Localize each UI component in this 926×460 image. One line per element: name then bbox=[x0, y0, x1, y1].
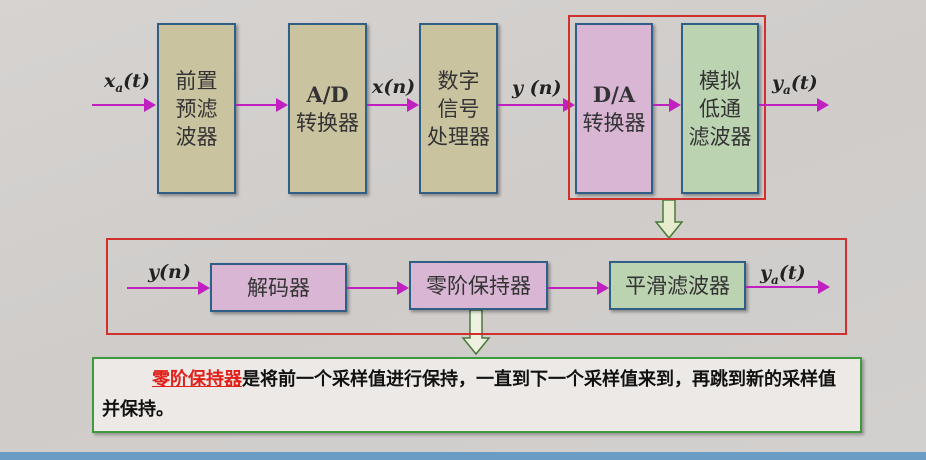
detail-output-label: ya(t) bbox=[760, 262, 806, 287]
arrow bbox=[92, 98, 156, 112]
yn-label: y (n) bbox=[512, 77, 562, 99]
arrow bbox=[236, 98, 288, 112]
arrow bbox=[127, 281, 210, 295]
da-section-frame bbox=[568, 15, 766, 200]
arrow bbox=[367, 98, 419, 112]
output-signal-label: ya(t) bbox=[772, 72, 818, 97]
smoothing-filter-block: 平滑滤波器 bbox=[609, 261, 746, 310]
zoh-explanation: 零阶保持器是将前一个采样值进行保持，一直到下一个采样值来到，再跳到新的采样值并保… bbox=[92, 357, 862, 433]
prefilter-block: 前置预滤波器 bbox=[157, 23, 236, 194]
detail-input-label: y(n) bbox=[148, 261, 191, 283]
bottom-bar bbox=[0, 452, 926, 460]
arrow bbox=[347, 281, 409, 295]
dsp-block: 数字信号处理器 bbox=[419, 23, 498, 194]
arrow bbox=[759, 98, 829, 112]
xn-label: x(n) bbox=[372, 76, 416, 98]
da-detail-frame bbox=[106, 238, 847, 335]
explain-down-arrow-icon bbox=[461, 310, 491, 356]
zoh-description: 是将前一个采样值进行保持，一直到下一个采样值来到，再跳到新的采样值并保持。 bbox=[102, 369, 836, 420]
expand-down-arrow-icon bbox=[654, 200, 684, 240]
analog-lowpass-block: 模拟低通滤波器 bbox=[681, 23, 759, 194]
zoh-term: 零阶保持器 bbox=[152, 369, 242, 390]
decoder-block: 解码器 bbox=[210, 263, 347, 312]
input-signal-label: xa(t) bbox=[104, 70, 150, 95]
arrow bbox=[653, 98, 681, 112]
arrow bbox=[548, 281, 609, 295]
arrow bbox=[498, 98, 575, 112]
arrow bbox=[746, 280, 830, 294]
zero-order-hold-block: 零阶保持器 bbox=[409, 261, 548, 310]
